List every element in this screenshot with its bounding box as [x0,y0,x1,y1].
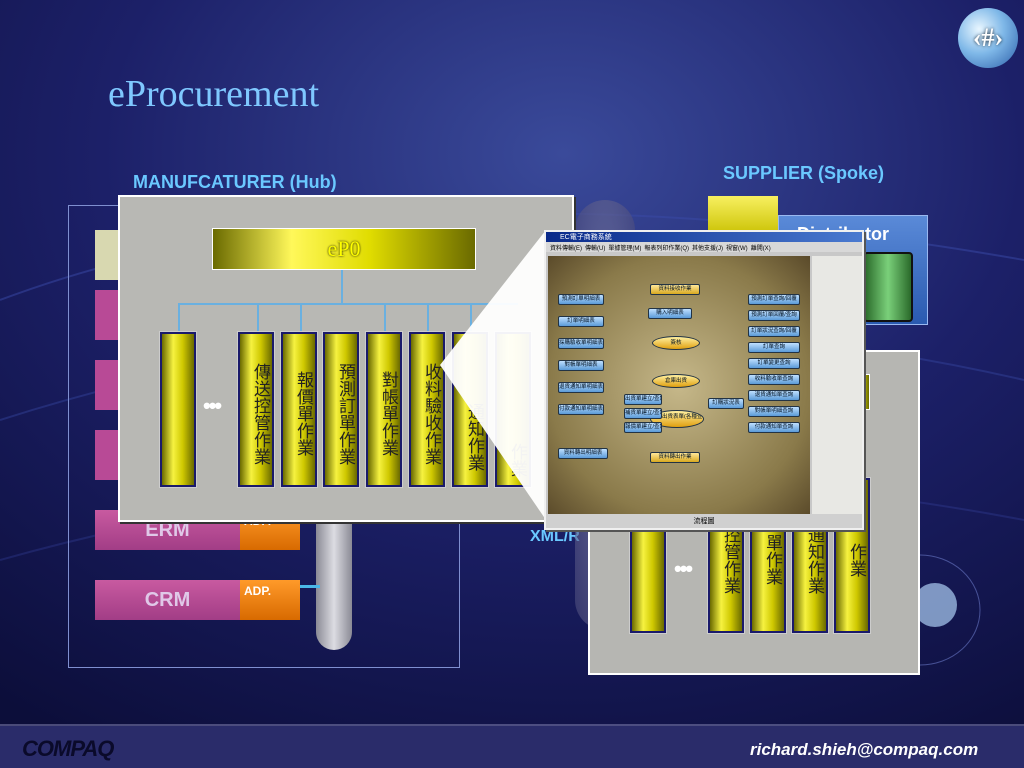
crm-system: CRM [95,580,240,620]
flow-button[interactable]: 訂購狀況表 [708,398,744,409]
tree-line [300,303,302,333]
menu-item[interactable]: 其他支援(J) [692,245,724,252]
menu-item[interactable]: 離開(X) [750,245,771,252]
flow-button[interactable]: 訂單查詢 [748,342,800,353]
flow-button[interactable]: 預測訂單明細表 [558,294,604,305]
hub-column: 報價單作業 [280,331,318,488]
flow-button[interactable]: 收料驗收單查詢 [748,374,800,385]
slide-number-badge: ‹#› [958,8,1018,68]
tree-line [341,270,343,304]
compaq-logo: COMPAQ [22,736,114,761]
slide-title: eProcurement [108,73,320,115]
menu-item[interactable]: 視窗(W) [726,245,748,252]
footer-email: richard.shieh@compaq.com [750,740,979,759]
flow-button[interactable]: 訂單狀況查詢/回覆 [748,326,800,337]
menu-item[interactable]: 單據管理(M) [608,245,642,252]
tree-line [470,303,472,333]
flow-button[interactable]: 採購驗收單明細表 [558,338,604,349]
server-icon [863,252,913,322]
hub-ellipsis: ••• [203,393,222,418]
menu-item[interactable]: 報表列印作業(Q) [644,245,690,252]
tree-line [384,303,386,333]
tree-line [257,303,259,333]
hub-column: 收料驗收作業 [408,331,446,488]
flow-button[interactable]: 退貨通知單查詢 [748,390,800,401]
epo-box: eP0 [212,228,476,270]
flow-button[interactable]: 預測訂單回覆/查詢 [748,310,800,321]
window-title: EC電子商務系統 [560,234,612,241]
window-titlebar: EC電子商務系統 [546,232,862,242]
manufacturer-header: MANUFCATURER (Hub) [133,172,337,192]
flow-node[interactable]: 倉庫出貨 [652,374,700,388]
flow-button[interactable]: 資料轉出明細表 [558,448,608,459]
flow-button[interactable]: 訂單明細表 [558,316,604,327]
flow-button[interactable]: 出貨單建立/查詢 [624,394,662,405]
flow-button[interactable]: 付款通知單明細表 [558,404,604,415]
menu-bar: 資料傳輸(E) 傳輸(U) 單據管理(M) 報表列印作業(Q) 其他支援(J) … [546,242,862,252]
flow-node[interactable]: 簽核 [652,336,700,350]
crm-adapter: ADP. [240,580,300,620]
flow-button[interactable]: 付款通知單查詢 [748,422,800,433]
flow-button[interactable]: 對帳單明細表 [558,360,604,371]
flow-node[interactable]: 資料接收作業 [650,284,700,295]
hub-column: 傳送控管作業 [237,331,275,488]
connector-line [300,585,320,588]
flow-button[interactable]: 補貨單建立/查詢 [624,408,662,419]
menu-item[interactable]: 資料傳輸(E) [550,245,582,252]
tree-line [178,303,180,333]
status-text: 流程圖 [693,518,715,525]
flow-button[interactable]: 報價單建立/查詢 [624,422,662,433]
flow-button[interactable]: 退貨通知單明細表 [558,382,604,393]
xml-label: XML/R [530,528,580,545]
tree-line [178,303,518,305]
flow-button[interactable]: 訂單變更查詢 [748,358,800,369]
supplier-ellipsis: ••• [674,556,693,581]
status-bar: 流程圖 [546,514,862,528]
tree-line [427,303,429,333]
flow-button[interactable]: 對帳單明細查詢 [748,406,800,417]
hub-column: 預測訂單作業 [322,331,360,488]
supplier-header: SUPPLIER (Spoke) [723,163,885,183]
hub-blank-column [159,331,197,488]
menu-item[interactable]: 傳輸(U) [585,245,606,252]
supplier-yellow-block [708,196,778,236]
zoom-wedge [440,230,546,520]
app-window: EC電子商務系統 資料傳輸(E) 傳輸(U) 單據管理(M) 報表列印作業(Q)… [544,230,864,530]
hub-column: 對帳單作業 [365,331,403,488]
flow-canvas: 預測訂單明細表 訂單明細表 採購驗收單明細表 對帳單明細表 退貨通知單明細表 付… [548,256,810,516]
flow-node[interactable]: 購入明細表 [648,308,692,319]
flow-button[interactable]: 預測訂單查詢/回覆 [748,294,800,305]
flow-node[interactable]: 資料轉出作業 [650,452,700,463]
window-side-panel [812,256,862,516]
flow-node[interactable]: 預估出貨表單(各種查表) [650,410,704,428]
